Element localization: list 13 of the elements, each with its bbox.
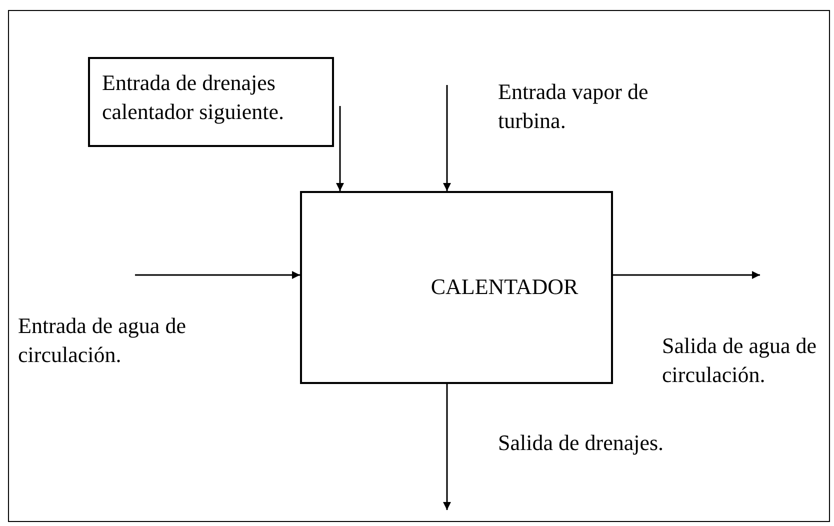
arrow (443, 384, 451, 510)
arrow (135, 271, 300, 279)
node-label: Entrada de drenajes calentador siguiente. (102, 69, 286, 126)
flow-label: Salida de agua de circulación. (662, 332, 818, 389)
flow-label: Entrada de agua de circulación. (18, 312, 187, 369)
arrow (443, 85, 451, 191)
arrow (613, 271, 760, 279)
heater-box (300, 191, 613, 384)
flow-label: Salida de drenajes. (498, 429, 665, 457)
input-box (88, 57, 334, 147)
arrow (336, 106, 344, 191)
node-label: CALENTADOR (430, 273, 578, 302)
flow-label: Entrada vapor de turbina. (498, 78, 650, 135)
